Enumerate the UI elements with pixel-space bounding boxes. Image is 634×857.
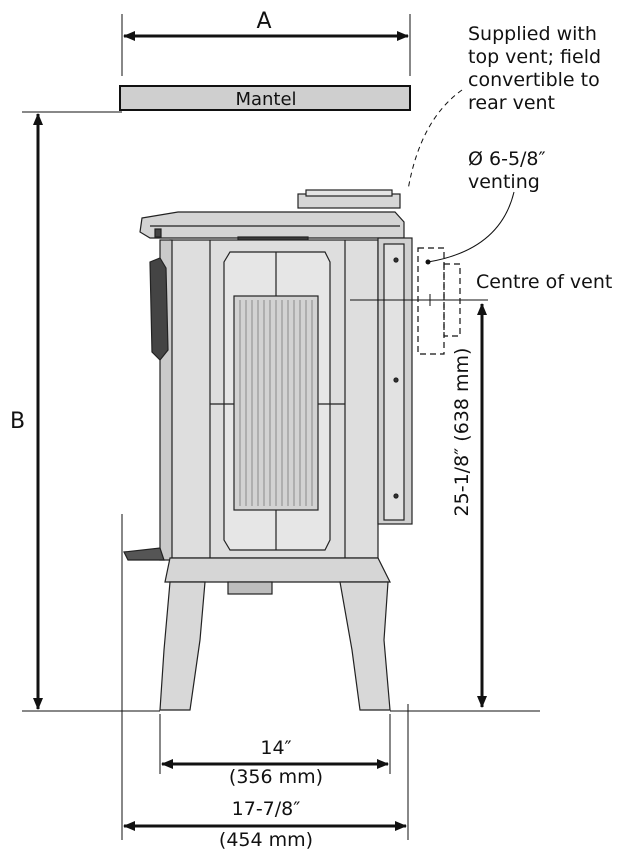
mantel-label: Mantel	[235, 89, 296, 110]
depth-outer-in: 17-7/8″	[232, 798, 301, 820]
venting-line-2: venting	[468, 171, 540, 193]
vent-note-line-1: Supplied with	[468, 23, 597, 45]
dim-b-label: B	[10, 409, 25, 434]
vent-note-line-2: top vent; field	[468, 46, 601, 68]
centre-of-vent-label: Centre of vent	[476, 271, 612, 293]
depth-dimensions: 14″ (356 mm) 17-7/8″ (454 mm)	[121, 514, 409, 851]
vent-notes: Supplied with top vent; field convertibl…	[407, 23, 601, 265]
depth-inner-in: 14″	[260, 737, 291, 759]
vent-height-dimension: Centre of vent 25-1/8″ (638 mm)	[350, 271, 612, 712]
dimension-a: A	[121, 9, 411, 76]
mantel: Mantel	[119, 85, 411, 111]
dimension-b: B	[10, 111, 160, 712]
depth-inner-mm: (356 mm)	[229, 766, 323, 788]
venting-line-1: Ø 6-5/8″	[468, 148, 546, 170]
dim-a-label: A	[256, 9, 271, 34]
stove-side-view	[123, 189, 461, 711]
vent-note-line-3: convertible to	[468, 69, 600, 91]
vent-height-label: 25-1/8″ (638 mm)	[451, 348, 473, 517]
depth-outer-mm: (454 mm)	[219, 829, 313, 851]
vent-note-line-4: rear vent	[468, 92, 555, 114]
